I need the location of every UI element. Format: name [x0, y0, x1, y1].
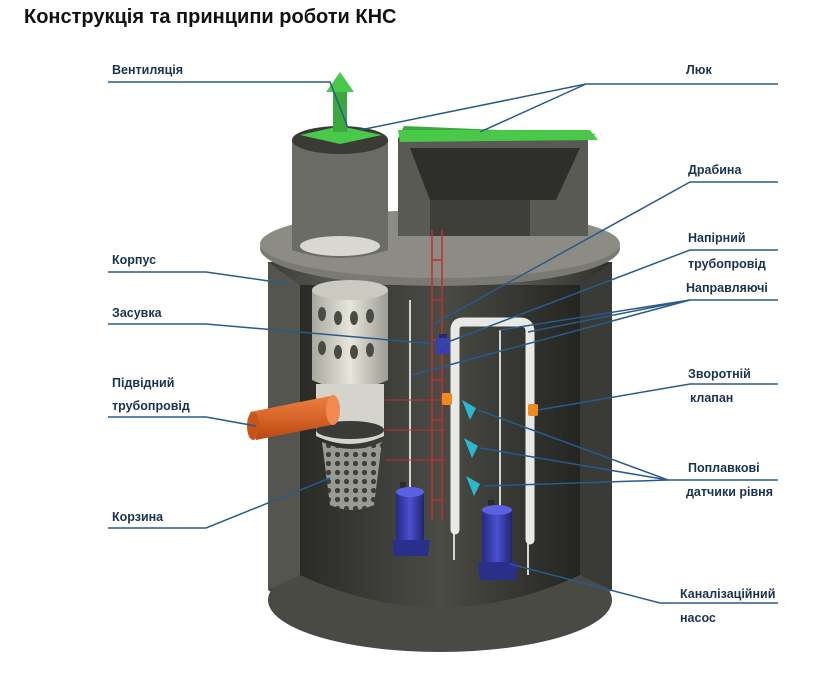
leader-lines [108, 81, 778, 604]
level-lines [385, 399, 445, 461]
float-sensors [462, 400, 480, 496]
label-ventilation: Вентиляція [112, 63, 184, 77]
label-pressure-pipe-line2: трубопровід [688, 257, 766, 271]
label-gate-valve: Засувка [112, 306, 162, 320]
pressure-pipe [450, 317, 535, 545]
sewage-pump-right [478, 500, 518, 580]
label-float-sensors-line2: датчики рівня [686, 485, 773, 499]
vent-arrow [326, 72, 354, 92]
label-hatch: Люк [686, 63, 712, 77]
label-pressure-pipe-line1: Напірний [688, 231, 746, 245]
label-float-sensors-line1: Поплавкові [688, 461, 760, 475]
hatch-lid [398, 130, 598, 142]
label-inlet-pipe-line1: Підвідний [112, 376, 175, 390]
label-sewage-pump-line1: Каналізаційний [680, 587, 776, 601]
label-ladder: Драбина [688, 163, 742, 177]
label-guides: Направляючі [686, 281, 768, 295]
check-valves [442, 393, 538, 416]
basket-mesh [322, 442, 382, 510]
label-check-valve-line1: Зворотній [688, 367, 751, 381]
station-body [260, 210, 620, 652]
label-sewage-pump-line2: насос [680, 611, 716, 625]
inlet-pipe [247, 395, 340, 440]
page-title: Конструкція та принципи роботи КНС [24, 6, 397, 28]
label-basket: Корзина [112, 510, 164, 524]
sewage-pump-left [392, 482, 430, 556]
ventilation-riser [292, 72, 388, 258]
label-inlet-pipe-line2: трубопровід [112, 399, 190, 413]
hatch-chamber [398, 126, 598, 236]
label-check-valve-line2: клапан [690, 391, 734, 405]
label-body: Корпус [112, 253, 157, 267]
